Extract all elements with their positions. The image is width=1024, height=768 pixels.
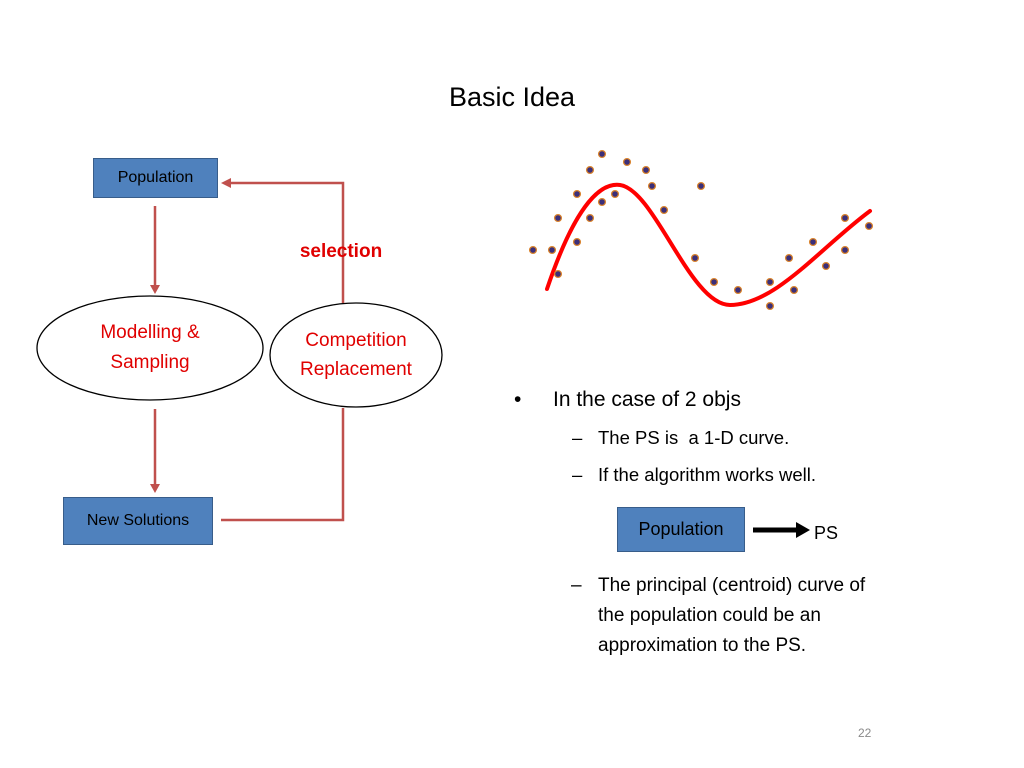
data-point	[585, 165, 595, 175]
data-point	[553, 213, 563, 223]
data-point	[864, 221, 874, 231]
data-point	[765, 301, 775, 311]
competition-replacement-ellipse	[269, 302, 443, 408]
principal-curve-line-2: the population could be an	[598, 605, 821, 626]
sub-bullet-algorithm: If the algorithm works well.	[598, 464, 816, 485]
competition-label-line: Competition	[305, 330, 407, 351]
data-point	[547, 245, 557, 255]
data-point	[784, 253, 794, 263]
modelling-sampling-ellipse	[36, 295, 264, 401]
slide-title: Basic Idea	[448, 82, 576, 112]
principal-curve-line-3: approximation to the PS.	[598, 635, 807, 656]
data-point	[553, 269, 563, 279]
data-point	[808, 237, 818, 247]
data-point	[733, 285, 743, 295]
data-point	[765, 277, 775, 287]
modelling-sampling-label: Modelling & Sampling	[37, 318, 263, 378]
data-point	[789, 285, 799, 295]
replacement-label-line: Replacement	[300, 359, 412, 380]
arrowhead-down-icon	[150, 285, 160, 294]
population-points	[528, 149, 874, 311]
data-point	[840, 213, 850, 223]
connector-competition-to-population	[229, 181, 345, 303]
population-box: Population	[93, 158, 218, 198]
selection-label: selection	[299, 241, 383, 262]
population-box-label: Population	[117, 169, 194, 186]
sub-bullet-ps-curve: The PS is a 1-D curve.	[598, 427, 790, 448]
competition-replacement-label: Competition Replacement	[270, 326, 442, 384]
mapping-arrowhead-icon	[796, 522, 810, 538]
data-point	[840, 245, 850, 255]
data-point	[610, 189, 620, 199]
new-solutions-box: New Solutions	[63, 497, 213, 545]
principal-curve-line-1: The principal (centroid) curve of	[598, 575, 866, 596]
data-point	[528, 245, 538, 255]
data-point	[572, 237, 582, 247]
sub-bullet-marker: –	[572, 427, 583, 448]
arrowhead-down-icon	[150, 484, 160, 493]
data-point	[647, 181, 657, 191]
population-mapping-label: Population	[638, 519, 724, 539]
sampling-label-line: Sampling	[110, 352, 190, 373]
data-point	[690, 253, 700, 263]
data-point	[641, 165, 651, 175]
data-point	[622, 157, 632, 167]
sub-bullet-marker: –	[572, 464, 583, 485]
data-point	[696, 181, 706, 191]
arrowhead-left-icon	[221, 178, 231, 188]
bullet-main-text: In the case of 2 objs	[553, 388, 741, 411]
principal-curve	[545, 182, 872, 308]
bullet-marker: •	[514, 388, 522, 411]
data-point	[597, 149, 607, 159]
sub-bullet-marker: –	[571, 575, 582, 596]
ps-label: PS	[814, 523, 839, 543]
connector-new-solutions-to-competition	[221, 408, 345, 522]
population-mapping-box: Population	[617, 507, 745, 552]
data-point	[659, 205, 669, 215]
page-number: 22	[858, 726, 872, 740]
modelling-label-line: Modelling &	[100, 322, 200, 343]
new-solutions-label: New Solutions	[86, 512, 190, 529]
data-point	[585, 213, 595, 223]
data-point	[709, 277, 719, 287]
data-point	[597, 197, 607, 207]
data-point	[821, 261, 831, 271]
sub-bullet-principal-curve: The principal (centroid) curve of the po…	[598, 571, 865, 661]
data-point	[572, 189, 582, 199]
